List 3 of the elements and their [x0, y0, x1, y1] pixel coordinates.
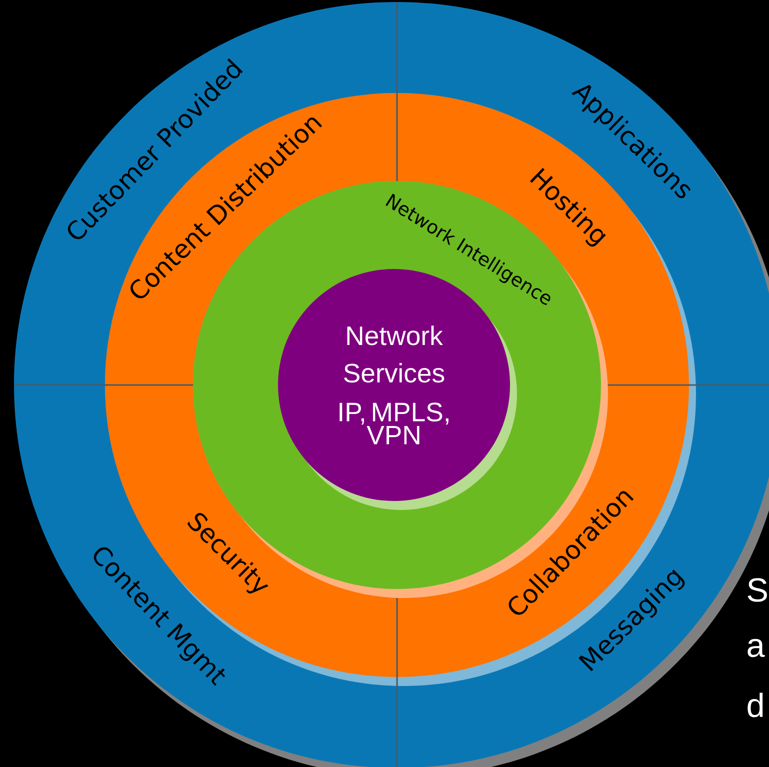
text-fragment: d	[748, 692, 763, 718]
text-fragment: S	[748, 578, 767, 602]
text-fragment: a	[748, 638, 765, 658]
